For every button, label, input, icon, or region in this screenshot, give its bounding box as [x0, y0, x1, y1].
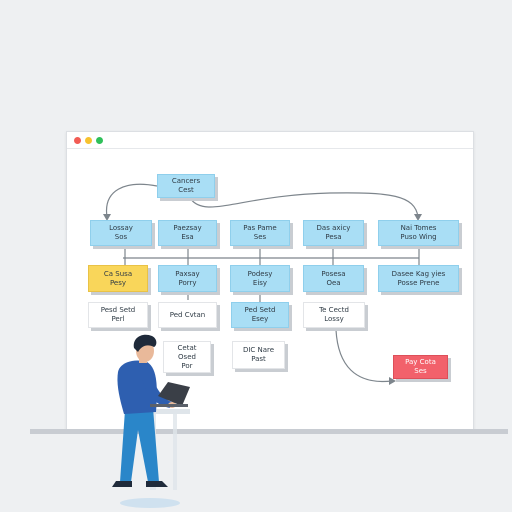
window-titlebar — [67, 132, 473, 149]
close-dot-icon[interactable] — [74, 137, 81, 144]
alert-node[interactable]: Pay Cota Ses — [393, 355, 448, 379]
hair — [133, 334, 157, 352]
arrowhead-alert-icon — [389, 377, 396, 385]
node-r2-5[interactable]: Dasee Kag yies Posse Prene — [378, 265, 459, 292]
minimize-dot-icon[interactable] — [85, 137, 92, 144]
node-r1-4[interactable]: Das axicy Pesa — [303, 220, 364, 246]
connector-root-left — [105, 183, 158, 218]
node-r3-1[interactable]: Pesd Setd Perl — [88, 302, 148, 328]
connector-root-right — [189, 192, 419, 218]
floor-line — [30, 429, 508, 434]
node-r1-1[interactable]: Lossay Sos — [90, 220, 152, 246]
node-r4-1[interactable]: Cetat Osed Por — [163, 341, 211, 373]
node-r2-1[interactable]: Ca Susa Pesy — [88, 265, 148, 292]
laptop-base — [150, 404, 188, 407]
standing-desk-top — [124, 409, 190, 414]
laptop-screen — [158, 382, 190, 406]
connector-to-alert — [335, 329, 393, 383]
standing-desk-leg-2 — [173, 414, 177, 490]
arrowhead-left-icon — [103, 214, 111, 221]
right-shoe — [146, 481, 168, 487]
pants — [120, 408, 159, 482]
node-r1-2[interactable]: Paezsay Esa — [158, 220, 217, 246]
node-r3-4[interactable]: Te Cectd Lossy — [303, 302, 365, 328]
desk-base — [120, 498, 180, 508]
node-r1-3[interactable]: Pas Pame Ses — [230, 220, 290, 246]
node-r4-2[interactable]: DIC Nare Past — [232, 341, 285, 369]
node-r3-2[interactable]: Ped Cvtan — [158, 302, 217, 328]
root-node[interactable]: Cancers Cest — [157, 174, 215, 198]
node-r2-2[interactable]: Paxsay Porry — [158, 265, 217, 292]
arrowhead-right-icon — [414, 214, 422, 221]
node-r1-5[interactable]: Nai Tomes Puso Wing — [378, 220, 459, 246]
maximize-dot-icon[interactable] — [96, 137, 103, 144]
node-r3-3[interactable]: Ped Setd Esey — [231, 302, 289, 328]
left-shoe — [112, 481, 132, 487]
node-r2-3[interactable]: Podesy Eisy — [230, 265, 290, 292]
arm — [142, 372, 172, 408]
node-r2-4[interactable]: Posesa Oea — [303, 265, 364, 292]
